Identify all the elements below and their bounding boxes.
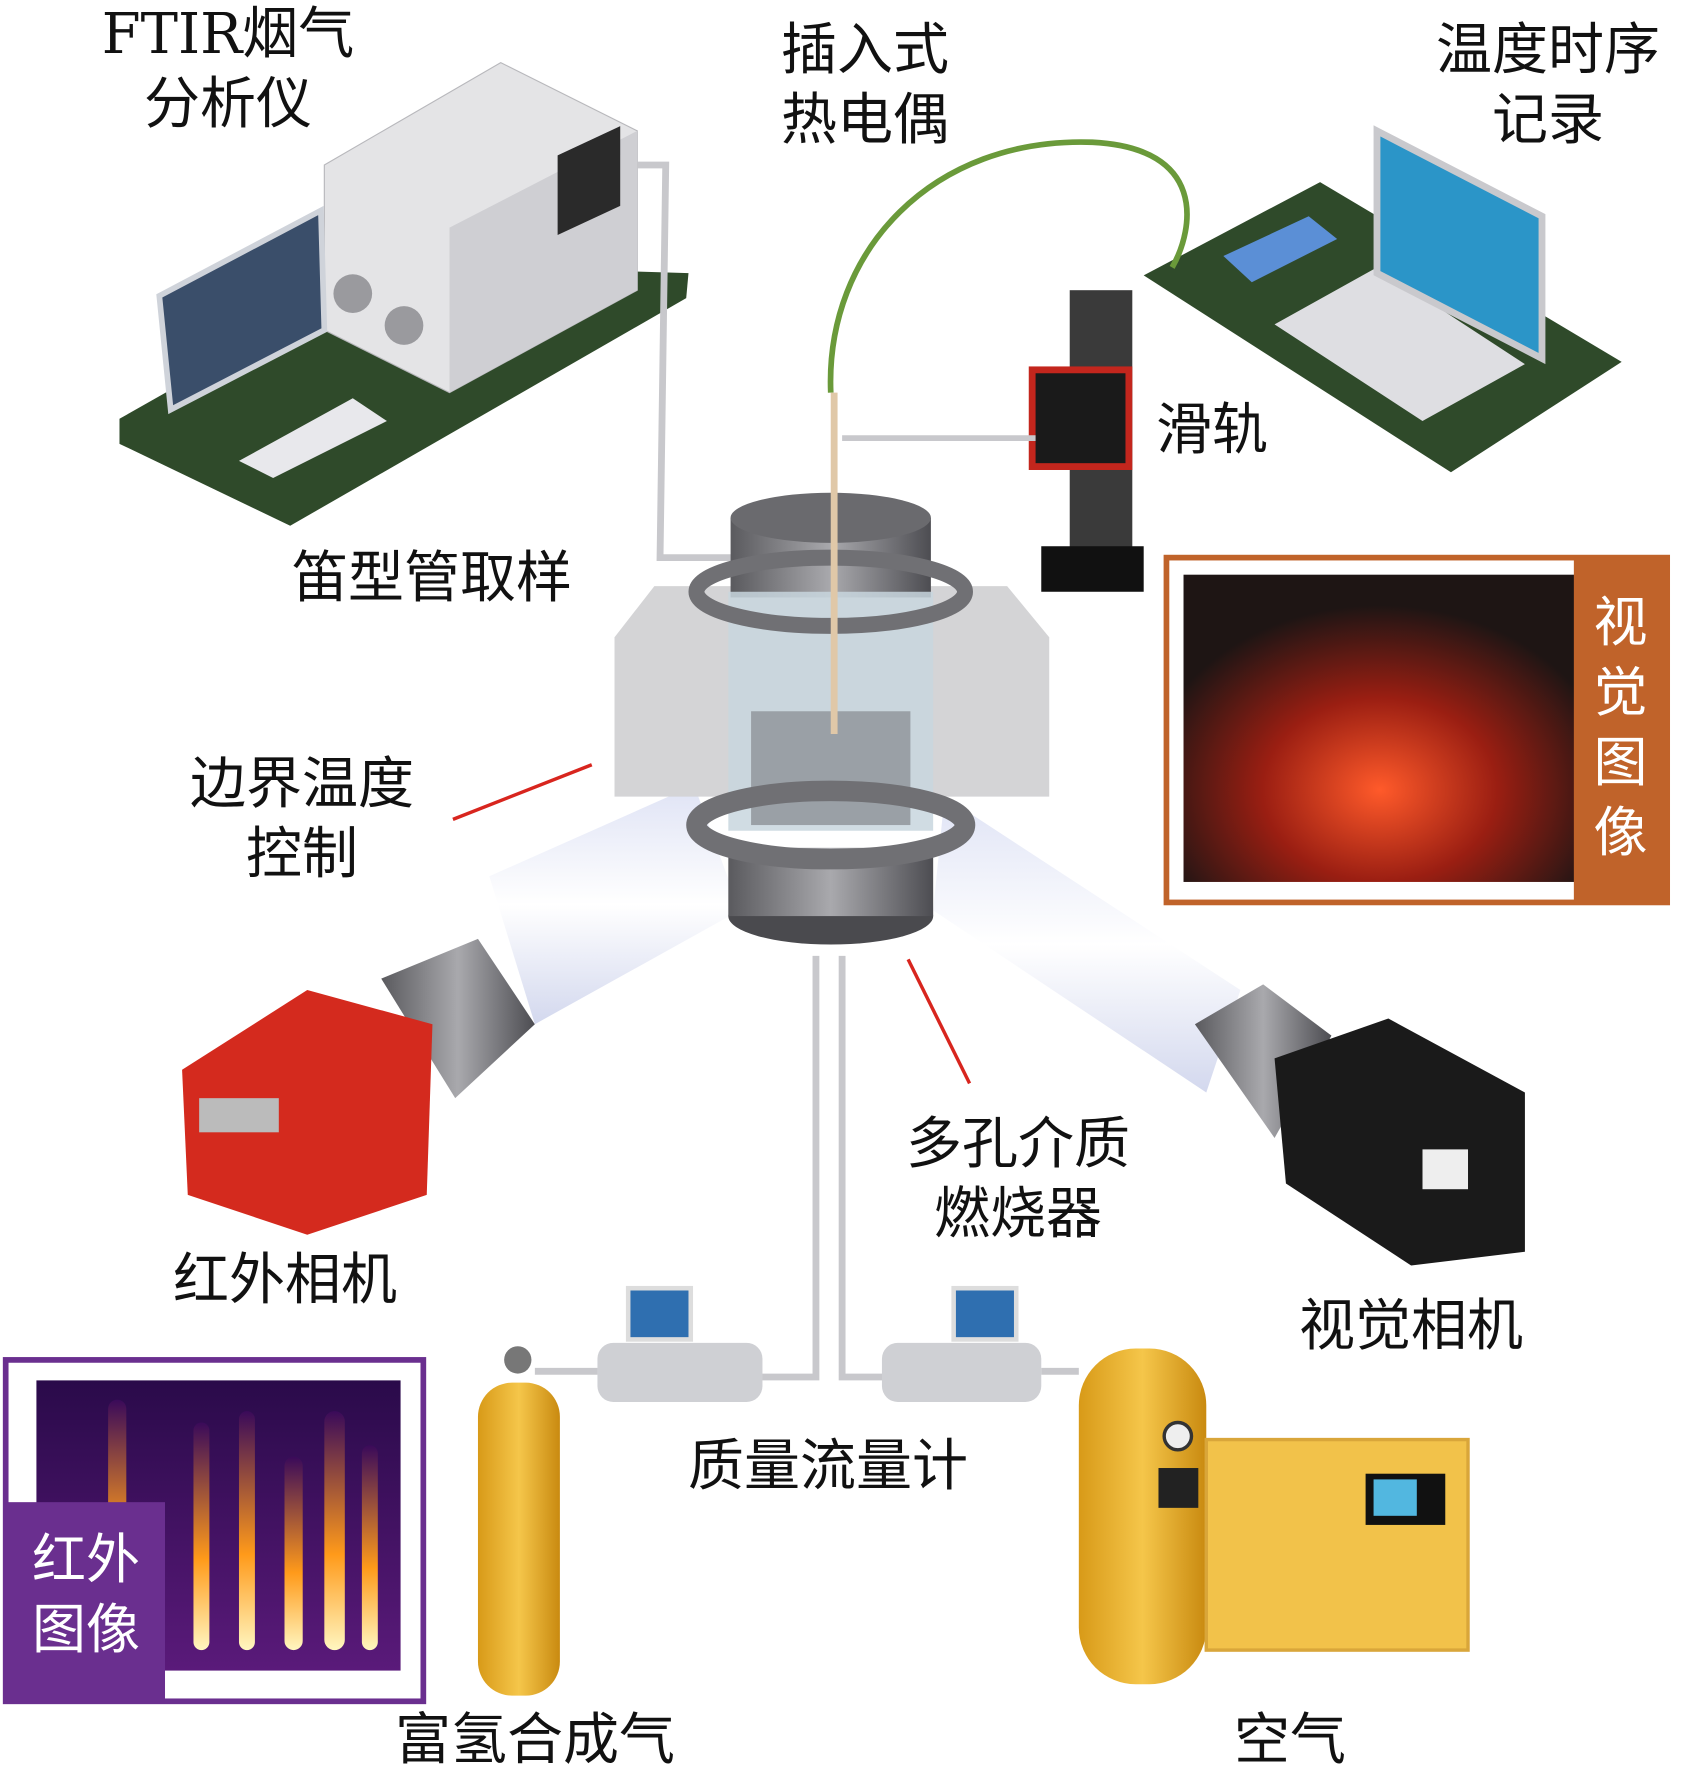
label-boundary-line2: 控制 — [246, 822, 358, 887]
label-ftir-line1: FTIR烟气 — [101, 2, 355, 67]
ir-camera — [182, 990, 433, 1235]
air-compressor-tank — [1078, 1348, 1207, 1685]
ir-camera-beam — [489, 785, 740, 1025]
leader-line-boundary — [452, 763, 593, 821]
label-burner: 多孔介质燃烧器 — [906, 1110, 1130, 1250]
thermocouple-wire — [827, 139, 1190, 393]
mass-flow-meter-air — [881, 1342, 1042, 1403]
laptop — [1274, 267, 1525, 422]
label-burner-line1: 多孔介质 — [906, 1112, 1130, 1177]
label-thermocouple: 插入式热电偶 — [781, 16, 949, 156]
label-recorder-line2: 记录 — [1492, 88, 1604, 153]
mass-flow-meter-syngas — [597, 1342, 763, 1403]
label-ir-image: 红外图像 — [6, 1525, 166, 1665]
syngas-cylinder — [477, 1382, 560, 1696]
label-thermocouple-line2: 热电偶 — [781, 88, 949, 153]
label-ftir: FTIR烟气分析仪 — [102, 0, 355, 140]
label-flute-sampling: 笛型管取样 — [292, 546, 572, 611]
label-mass-flow-meter: 质量流量计 — [688, 1434, 968, 1499]
label-air: 空气 — [1234, 1708, 1346, 1773]
label-ir-camera: 红外相机 — [173, 1248, 397, 1313]
label-visual-camera: 视觉相机 — [1299, 1294, 1523, 1359]
label-boundary-line1: 边界温度 — [190, 752, 414, 817]
keyboard — [238, 398, 387, 478]
label-visual-image: 视觉图像 — [1593, 591, 1648, 864]
label-slide-rail: 滑轨 — [1156, 398, 1268, 463]
label-ftir-line2: 分析仪 — [144, 72, 312, 137]
leader-line-burner — [906, 958, 972, 1085]
flame-photo — [1183, 574, 1577, 882]
label-syngas: 富氢合成气 — [395, 1708, 675, 1773]
label-ir-image-line2: 图像 — [32, 1598, 140, 1661]
data-logger — [1223, 216, 1338, 283]
label-thermocouple-line1: 插入式 — [781, 18, 949, 83]
ftir-monitor — [156, 205, 328, 415]
label-recorder-line1: 温度时序 — [1436, 18, 1660, 83]
label-ir-image-line1: 红外 — [32, 1528, 140, 1591]
label-boundary: 边界温度控制 — [190, 750, 414, 890]
label-recorder: 温度时序记录 — [1436, 16, 1660, 156]
visual-camera-beam — [933, 796, 1241, 1093]
visual-camera — [1274, 1018, 1525, 1266]
label-burner-line2: 燃烧器 — [934, 1182, 1102, 1247]
air-compressor-unit — [1204, 1437, 1470, 1652]
